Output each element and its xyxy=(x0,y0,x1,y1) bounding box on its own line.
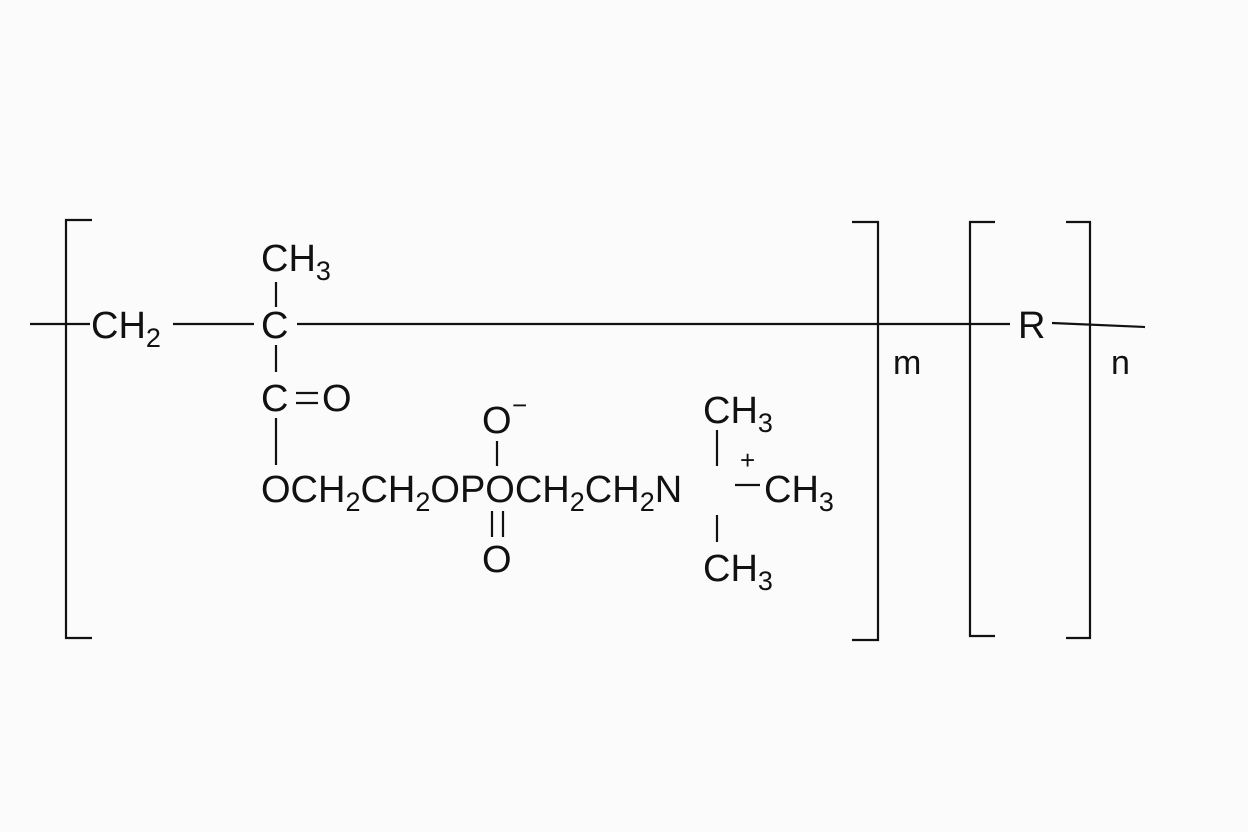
ammonium-methyl-bottom-label: CH3 xyxy=(703,548,773,596)
bracket-m-open xyxy=(64,218,92,640)
phosphate-double-oxygen-label: O xyxy=(482,539,512,581)
quaternary-carbon-label: C xyxy=(260,305,290,347)
backbone-ch2-label: CH2 xyxy=(90,305,162,353)
repeat-index-n: n xyxy=(1111,344,1130,382)
carbonyl-carbon-label: C xyxy=(261,378,289,420)
ammonium-methyl-top-label: CH3 xyxy=(703,390,773,438)
bond-r-right-terminal xyxy=(1051,321,1146,329)
phosphate-o-minus-label: O xyxy=(482,400,512,442)
side-chain-label: OCH2CH2OPOCH2CH2N xyxy=(261,469,683,517)
bracket-m-close xyxy=(852,220,880,642)
bracket-n-close xyxy=(1066,220,1092,640)
r-group-label: R xyxy=(1017,305,1047,347)
carbonyl-oxygen-label: O xyxy=(322,378,352,420)
bracket-n-open xyxy=(968,220,995,638)
backbone-methyl-label: CH3 xyxy=(260,238,332,286)
phosphate-negative-charge: − xyxy=(512,390,528,420)
ammonium-methyl-right-label: CH3 xyxy=(764,469,834,517)
ammonium-positive-charge: + xyxy=(740,445,756,475)
repeat-index-m: m xyxy=(893,344,922,382)
